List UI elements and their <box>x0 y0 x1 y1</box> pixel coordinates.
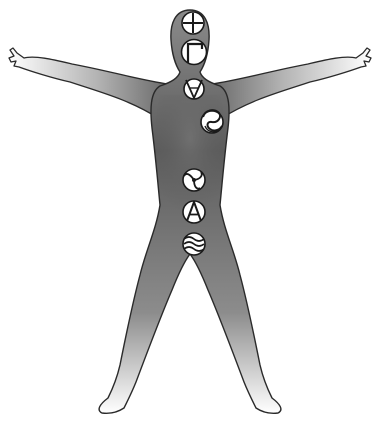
heart-swirl-icon <box>201 110 223 133</box>
root-waves-icon <box>183 233 205 255</box>
head-gamma-icon <box>182 40 207 65</box>
solar-triskele-icon <box>183 169 205 191</box>
sacral-a-icon <box>183 201 205 223</box>
left-arm <box>9 48 168 118</box>
crown-circle-cross-icon <box>182 12 204 34</box>
throat-v-icon <box>184 79 204 99</box>
right-arm <box>212 48 371 118</box>
